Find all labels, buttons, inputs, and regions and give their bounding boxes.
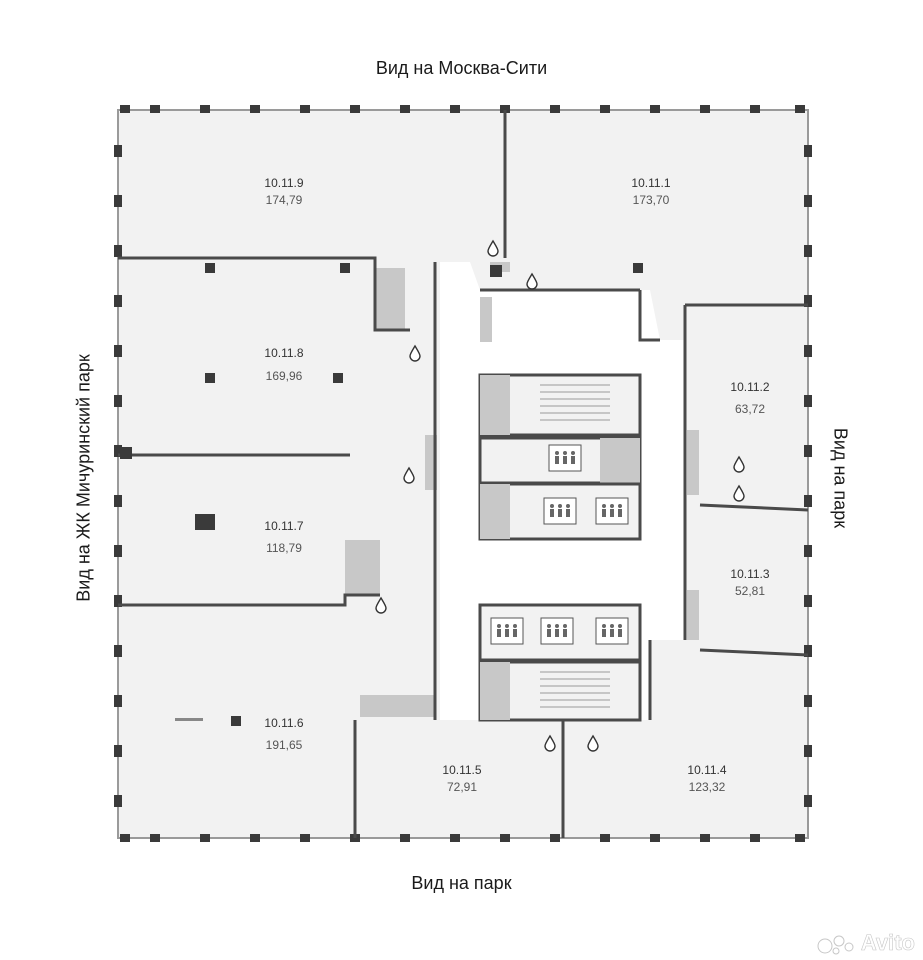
unit-area: 173,70	[633, 193, 670, 207]
unit-label: 10.11.6 191,65	[264, 716, 303, 752]
interior-columns	[120, 263, 643, 726]
unit-area: 191,65	[266, 738, 303, 752]
unit-label: 10.11.7 118,79	[264, 519, 303, 555]
fixture	[175, 718, 203, 721]
elevator-icon	[595, 497, 629, 525]
elevator-icon	[548, 444, 582, 472]
unit-area: 63,72	[735, 402, 765, 416]
unit-walls	[118, 110, 809, 838]
building-core	[478, 373, 642, 722]
watermark-text: Avito	[860, 930, 916, 956]
perimeter-columns	[114, 105, 812, 842]
view-label-bottom: Вид на парк	[411, 873, 512, 893]
elevator-icon	[540, 617, 574, 645]
unit-label: 10.11.1 173,70	[631, 176, 670, 207]
unit-id: 10.11.7	[264, 519, 303, 533]
unit-id: 10.11.3	[730, 567, 769, 581]
elevator-icon	[595, 617, 629, 645]
unit-id: 10.11.8	[264, 346, 303, 360]
unit-id: 10.11.6	[264, 716, 303, 730]
unit-id: 10.11.5	[442, 763, 481, 777]
unit-label: 10.11.2 63,72	[730, 380, 769, 416]
unit-label: 10.11.4 123,32	[687, 763, 726, 794]
unit-area: 174,79	[266, 193, 303, 207]
elevator-icon	[490, 617, 524, 645]
unit-area: 72,91	[447, 780, 477, 794]
unit-id: 10.11.1	[631, 176, 670, 190]
unit-label: 10.11.9 174,79	[264, 176, 303, 207]
avito-logo-icon	[817, 935, 854, 955]
unit-area: 52,81	[735, 584, 765, 598]
unit-id: 10.11.2	[730, 380, 769, 394]
unit-area: 118,79	[266, 541, 302, 555]
avito-watermark: Avito	[817, 930, 915, 956]
unit-id: 10.11.4	[687, 763, 726, 777]
unit-label: 10.11.5 72,91	[442, 763, 481, 794]
view-label-top: Вид на Москва-Сити	[375, 58, 548, 78]
unit-id: 10.11.9	[264, 176, 303, 190]
elevator-icon	[543, 497, 577, 525]
stairs-icon	[540, 384, 610, 421]
unit-label: 10.11.8 169,96	[264, 346, 303, 383]
stairs-icon	[540, 671, 610, 708]
unit-area: 123,32	[689, 780, 726, 794]
unit-area: 169,96	[266, 369, 303, 383]
unit-label: 10.11.3 52,81	[730, 567, 769, 598]
